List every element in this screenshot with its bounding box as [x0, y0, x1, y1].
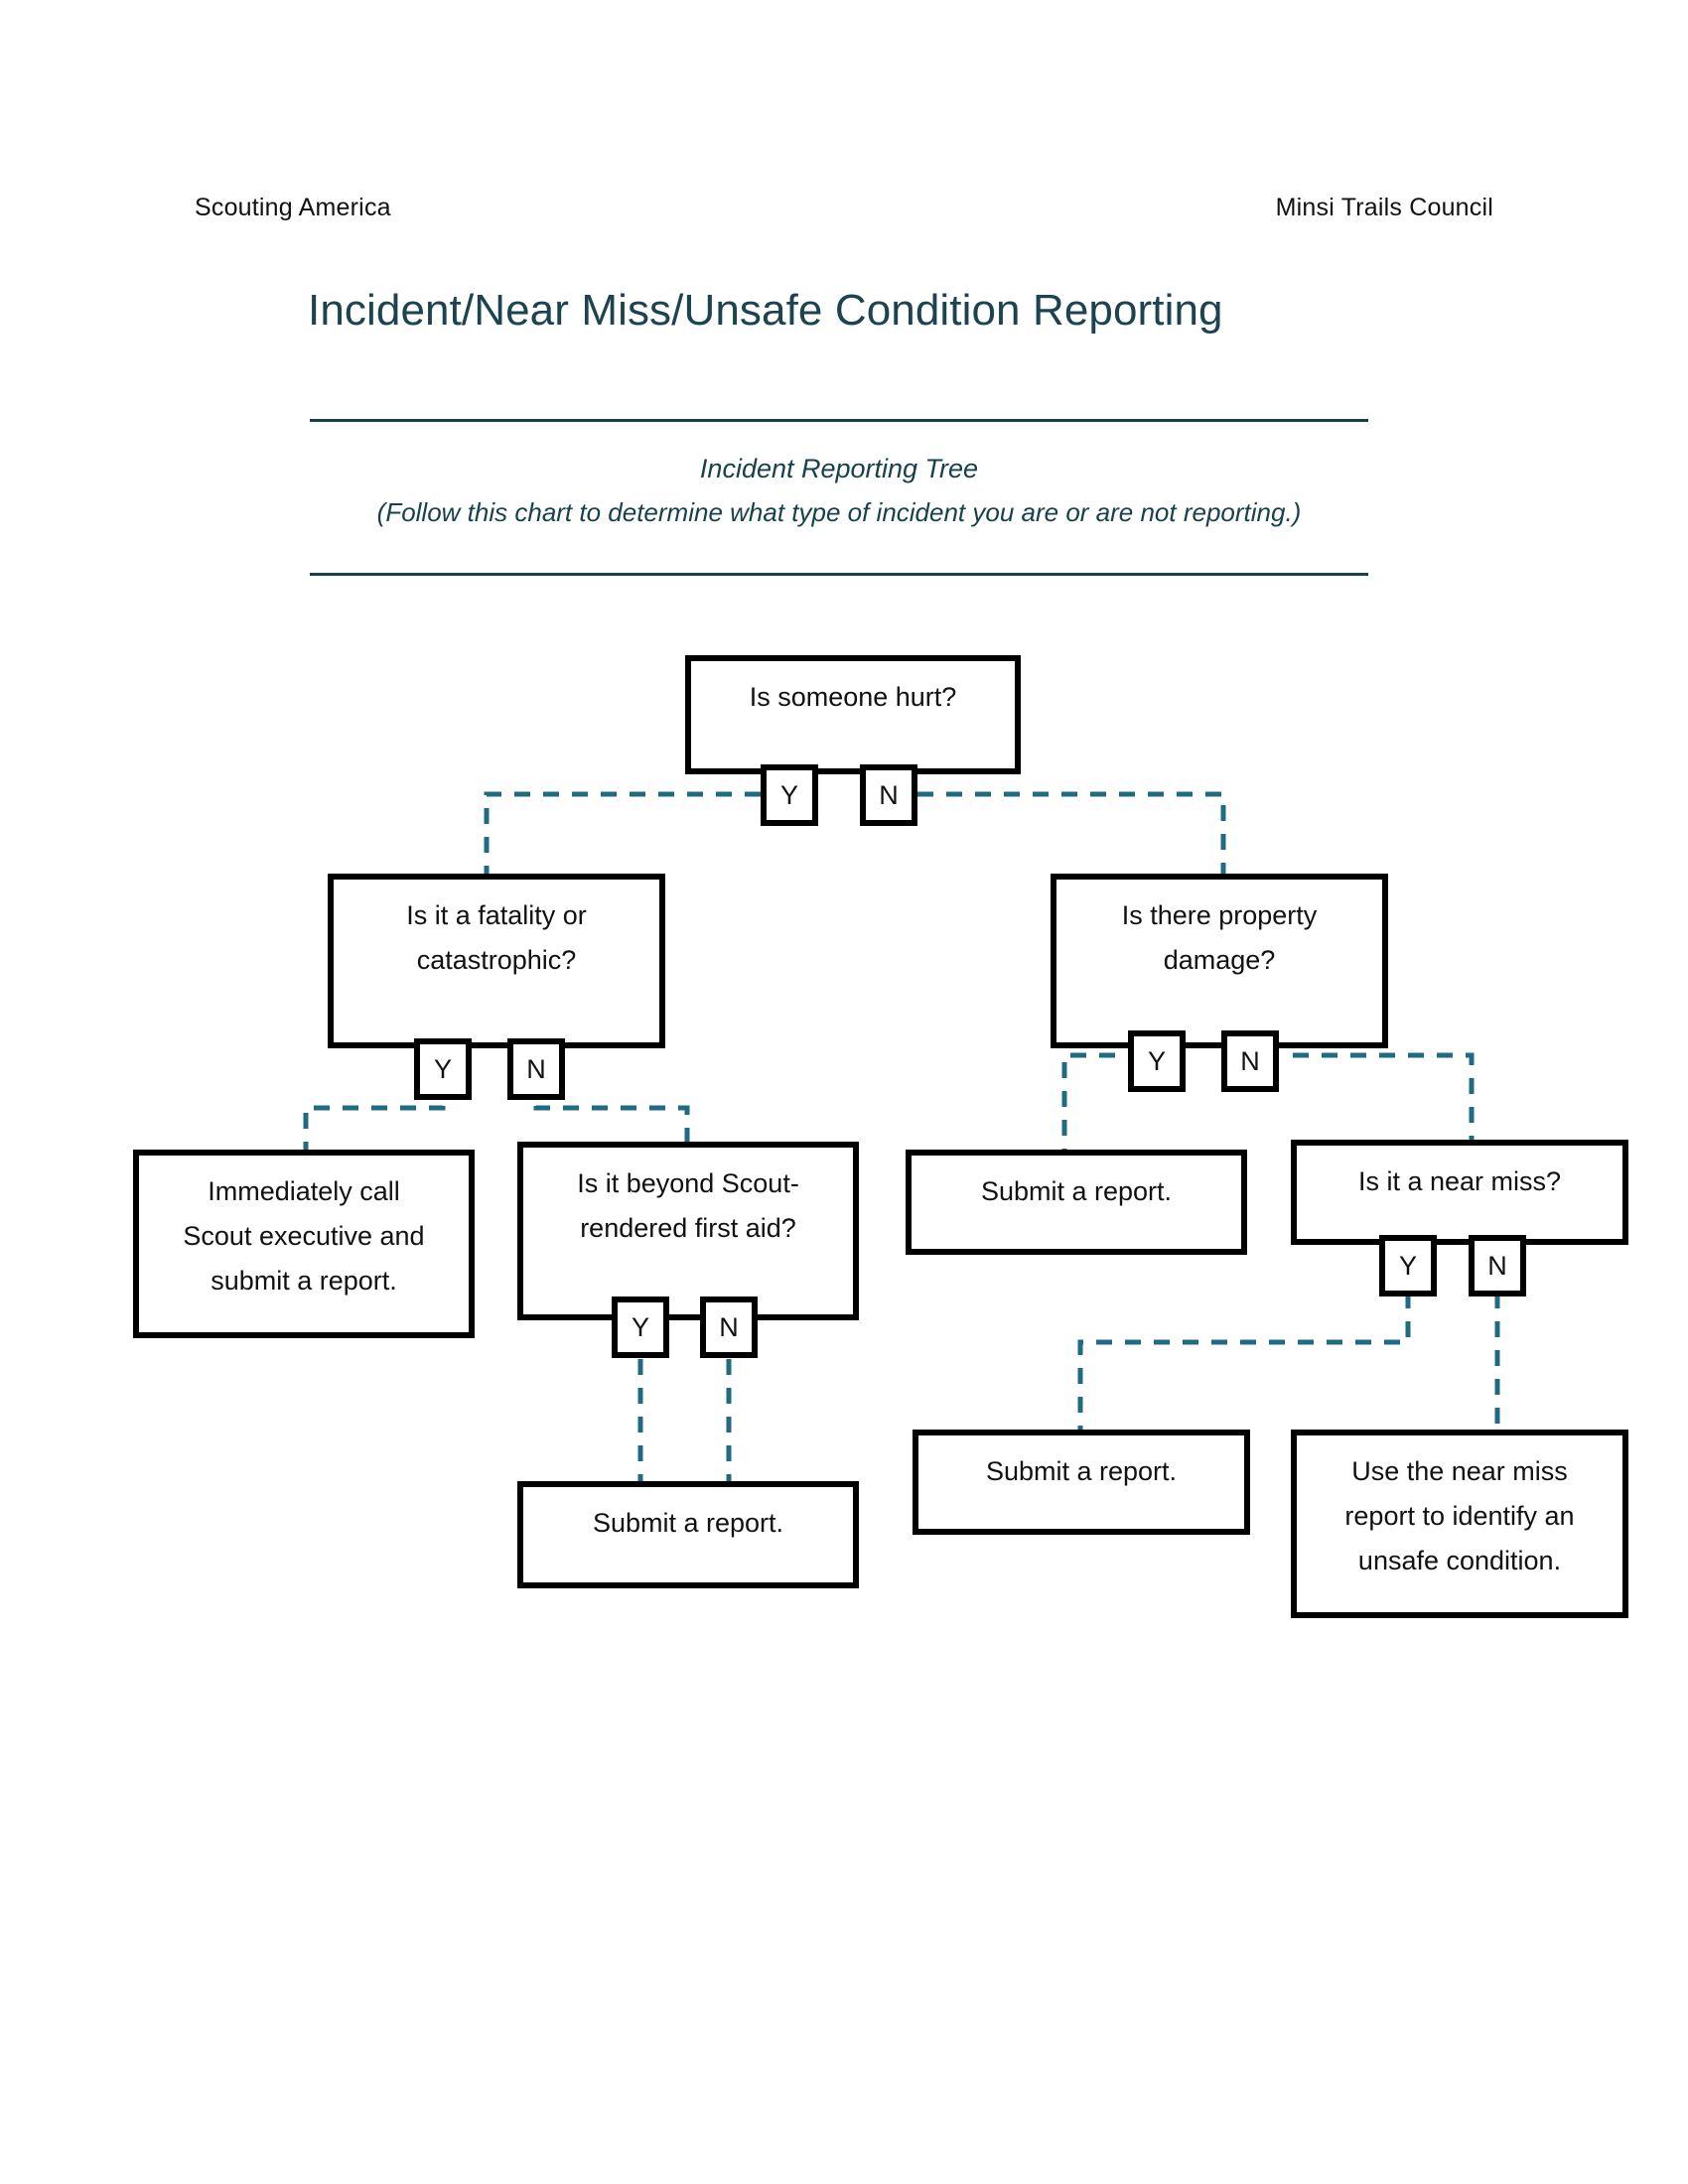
- subtitle-note: (Follow this chart to determine what typ…: [376, 497, 1302, 527]
- branch-no-is-there-property-damage[interactable]: N: [1221, 1030, 1279, 1092]
- edge-property-no: [1293, 1052, 1475, 1142]
- node-label-line2: catastrophic?: [416, 945, 577, 975]
- node-label: Is someone hurt?: [749, 682, 957, 712]
- edge-hurt-no: [917, 791, 1226, 876]
- subtitle-block: Incident Reporting Tree (Follow this cha…: [310, 447, 1368, 534]
- node-submit-a-report-near-miss[interactable]: Submit a report.: [913, 1430, 1250, 1535]
- node-submit-a-report-property[interactable]: Submit a report.: [906, 1150, 1247, 1255]
- node-label-line1: Use the near miss: [1351, 1456, 1568, 1486]
- branch-yes-is-it-a-fatality[interactable]: Y: [414, 1038, 472, 1100]
- node-label-line3: unsafe condition.: [1357, 1546, 1562, 1575]
- node-immediately-call-scout-executive[interactable]: Immediately call Scout executive and sub…: [133, 1150, 475, 1338]
- branch-label: N: [879, 779, 899, 810]
- branch-yes-is-it-beyond-first-aid[interactable]: Y: [612, 1297, 669, 1358]
- node-label-line2: damage?: [1163, 945, 1276, 975]
- edge-nearmiss-yes: [1077, 1293, 1411, 1432]
- node-label: Is it a near miss?: [1357, 1166, 1562, 1196]
- page-title: Incident/Near Miss/Unsafe Condition Repo…: [308, 286, 1223, 335]
- branch-label: Y: [433, 1053, 452, 1084]
- node-label-line1: Is it a fatality or: [406, 900, 587, 930]
- page-header: Scouting America Minsi Trails Council: [195, 194, 1493, 222]
- node-is-there-property-damage[interactable]: Is there property damage?: [1051, 874, 1388, 1048]
- node-is-it-a-near-miss[interactable]: Is it a near miss?: [1291, 1140, 1628, 1245]
- header-org-right: Minsi Trails Council: [1275, 194, 1493, 221]
- node-label-line1: Is there property: [1121, 900, 1318, 930]
- node-use-near-miss-report-unsafe-condition[interactable]: Use the near miss report to identify an …: [1291, 1430, 1628, 1618]
- node-is-it-a-fatality[interactable]: Is it a fatality or catastrophic?: [328, 874, 665, 1048]
- branch-yes-is-someone-hurt[interactable]: Y: [761, 764, 818, 826]
- node-label-line2: report to identify an: [1344, 1501, 1575, 1531]
- node-label: Submit a report.: [980, 1176, 1173, 1206]
- node-label-line2: Scout executive and: [183, 1221, 425, 1251]
- branch-label: Y: [631, 1311, 649, 1342]
- node-is-it-beyond-scout-rendered-first-aid[interactable]: Is it beyond Scout- rendered first aid?: [517, 1142, 859, 1320]
- branch-label: Y: [1398, 1250, 1417, 1281]
- edge-hurt-yes: [484, 791, 761, 876]
- branch-no-is-it-a-near-miss[interactable]: N: [1469, 1235, 1526, 1297]
- branch-yes-is-there-property-damage[interactable]: Y: [1128, 1030, 1186, 1092]
- branch-no-is-it-a-fatality[interactable]: N: [507, 1038, 565, 1100]
- header-org-left: Scouting America: [195, 194, 391, 221]
- branch-yes-is-it-a-near-miss[interactable]: Y: [1379, 1235, 1437, 1297]
- node-label-line1: Is it beyond Scout-: [577, 1168, 799, 1198]
- node-label-line1: Immediately call: [208, 1176, 400, 1206]
- branch-label: N: [719, 1311, 739, 1342]
- branch-label: N: [526, 1053, 546, 1084]
- subtitle: Incident Reporting Tree: [699, 454, 979, 483]
- node-label-line2: rendered first aid?: [580, 1213, 796, 1243]
- divider-top: [310, 419, 1368, 422]
- node-submit-a-report-first-aid[interactable]: Submit a report.: [517, 1481, 859, 1588]
- node-label: Submit a report.: [592, 1508, 784, 1538]
- branch-no-is-it-beyond-first-aid[interactable]: N: [700, 1297, 758, 1358]
- node-label-line3: submit a report.: [211, 1266, 397, 1296]
- node-is-someone-hurt[interactable]: Is someone hurt?: [685, 655, 1021, 774]
- branch-no-is-someone-hurt[interactable]: N: [860, 764, 917, 826]
- branch-label: N: [1487, 1250, 1507, 1281]
- node-label: Submit a report.: [985, 1456, 1178, 1486]
- branch-label: Y: [1147, 1045, 1166, 1076]
- divider-bottom: [310, 573, 1368, 576]
- branch-label: N: [1240, 1045, 1260, 1076]
- branch-label: Y: [779, 779, 798, 810]
